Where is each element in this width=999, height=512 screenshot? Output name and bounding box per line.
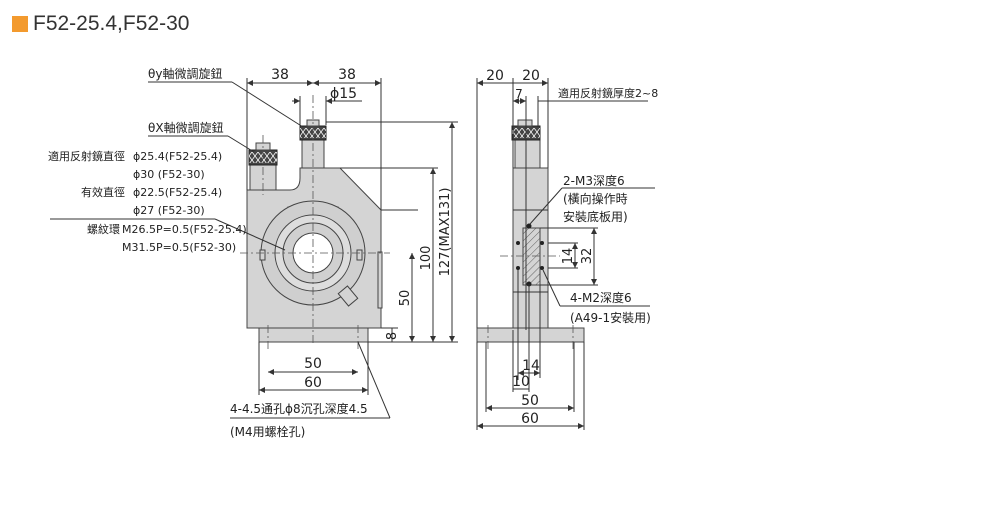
dim-100: 100 [419, 246, 434, 271]
side-dim-10: 10 [512, 374, 530, 390]
side-dim-20a: 20 [486, 68, 504, 84]
dim-38-right: 38 [338, 67, 356, 83]
label-m3-note1: (橫向操作時 [563, 191, 628, 206]
page-title: F52-25.4,F52-30 [12, 12, 189, 36]
label-effective-dia: 有效直徑 [81, 185, 125, 199]
side-dim-32: 32 [580, 248, 595, 265]
label-mount-holes: 4-4.5通孔ϕ8沉孔深度4.5 [230, 401, 368, 416]
eff-dia-1: ϕ22.5(F52-25.4) [133, 186, 222, 199]
label-m2-note: (A49-1安裝用) [570, 310, 651, 325]
ring-1: M26.5P=0.5(F52-25.4) [122, 223, 247, 236]
label-m3: 2-M3深度6 [563, 173, 625, 188]
side-dim-7: 7 [515, 87, 523, 101]
label-m3-note2: 安裝底板用) [563, 209, 628, 224]
dim-127: 127(MAX131) [438, 188, 453, 277]
label-mirror-thickness: 適用反射鏡厚度2~8 [558, 86, 658, 100]
mirror-dia-2: ϕ30 (F52-30) [133, 168, 205, 181]
dim-50-h: 50 [304, 356, 322, 372]
dim-38-left: 38 [271, 67, 289, 83]
front-view: 38 38 ϕ15 127(MAX131) 100 50 8 50 60 θy軸… [48, 67, 458, 439]
eff-dia-2: ϕ27 (F52-30) [133, 204, 205, 217]
dim-60-h: 60 [304, 375, 322, 391]
label-mirror-dia: 適用反射鏡直徑 [48, 149, 125, 163]
label-ring: 螺紋環 [87, 222, 120, 236]
label-mount-holes-note: (M4用螺栓孔) [230, 424, 305, 439]
side-view: 20 20 7 適用反射鏡厚度2~8 2-M3深度6 (橫向操作時 安裝底板用)… [476, 68, 658, 430]
title-marker-icon [12, 16, 28, 32]
side-dim-50: 50 [521, 393, 539, 409]
label-theta-y-knob: θy軸微調旋鈕 [148, 67, 222, 81]
side-dim-14v: 14 [561, 248, 576, 265]
side-dim-14h: 14 [522, 358, 540, 374]
side-dim-20b: 20 [522, 68, 540, 84]
mirror-dia-1: ϕ25.4(F52-25.4) [133, 150, 222, 163]
dim-8: 8 [385, 332, 400, 340]
title-text: F52-25.4,F52-30 [33, 12, 190, 35]
label-m2: 4-M2深度6 [570, 290, 632, 305]
label-theta-x-knob: θX軸微調旋鈕 [148, 121, 224, 135]
dim-phi15: ϕ15 [330, 86, 357, 102]
side-dim-60: 60 [521, 411, 539, 427]
dim-50-v: 50 [398, 290, 413, 307]
ring-2: M31.5P=0.5(F52-30) [122, 241, 236, 254]
